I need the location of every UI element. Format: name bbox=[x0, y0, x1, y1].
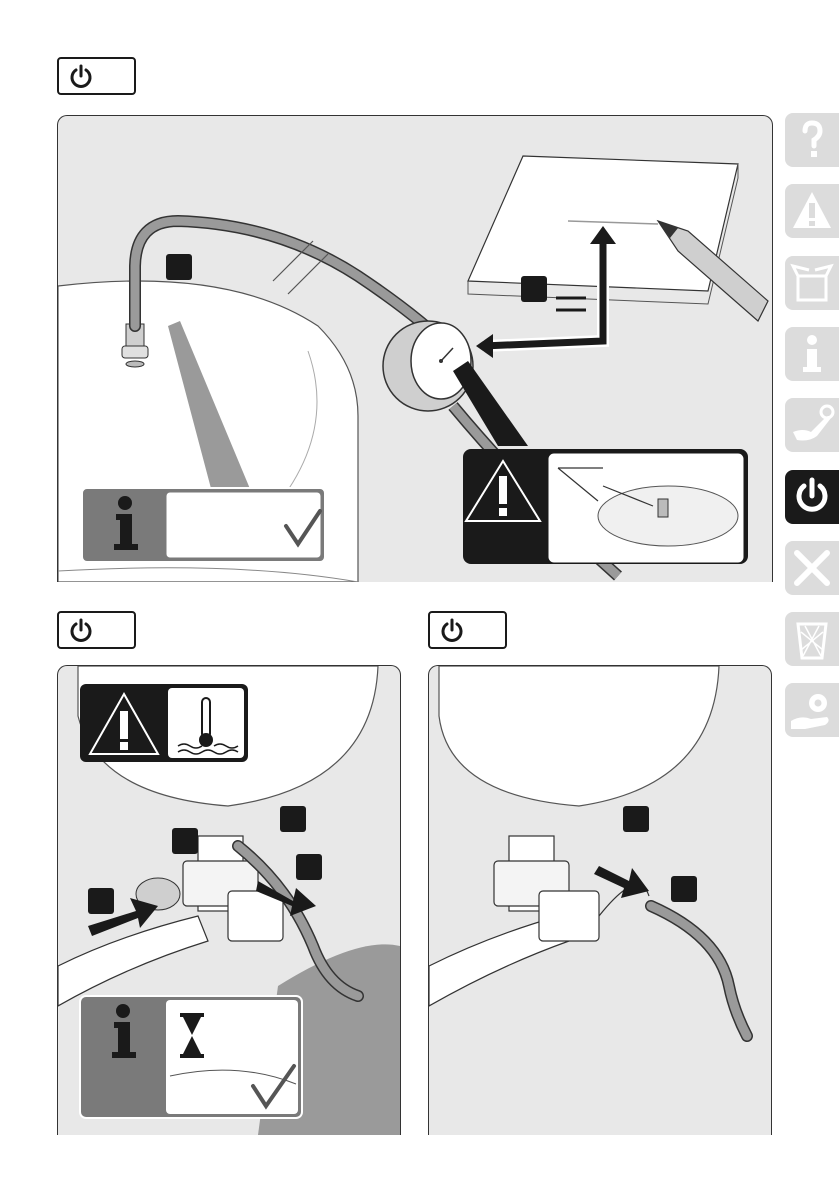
step-badge-top bbox=[57, 57, 136, 95]
info-icon bbox=[785, 327, 839, 381]
tab-disposal[interactable] bbox=[785, 612, 839, 666]
callout-beam-right bbox=[453, 361, 528, 446]
power-icon bbox=[67, 617, 95, 645]
step-marker bbox=[166, 254, 192, 280]
info-box bbox=[82, 488, 325, 562]
power-icon bbox=[67, 63, 95, 91]
tab-maintenance[interactable] bbox=[785, 541, 839, 595]
power-icon bbox=[438, 617, 466, 645]
tab-installation[interactable] bbox=[785, 398, 839, 452]
trash-icon bbox=[785, 612, 839, 666]
step-marker bbox=[88, 888, 114, 914]
warning-icon bbox=[785, 184, 839, 238]
illustration-pressure-check bbox=[57, 115, 773, 582]
info-wait-box bbox=[80, 996, 302, 1118]
tab-service[interactable] bbox=[785, 683, 839, 737]
step-badge-bottom-right bbox=[428, 611, 507, 649]
tab-warning[interactable] bbox=[785, 184, 839, 238]
illustration-remove-hose bbox=[428, 665, 772, 1135]
step-marker bbox=[521, 276, 547, 302]
question-icon bbox=[785, 113, 839, 167]
power-icon bbox=[785, 470, 839, 524]
tab-package[interactable] bbox=[785, 256, 839, 310]
hand-wrench-icon bbox=[785, 398, 839, 452]
warning-hot-water-box bbox=[80, 684, 248, 762]
hand-gear-icon bbox=[785, 683, 839, 737]
pressure-gauge bbox=[383, 321, 473, 411]
tab-help[interactable] bbox=[785, 113, 839, 167]
warning-box bbox=[463, 449, 748, 564]
step-marker bbox=[671, 876, 697, 902]
box-icon bbox=[785, 256, 839, 310]
illustration-drain-valve bbox=[57, 665, 401, 1135]
step-marker bbox=[280, 806, 306, 832]
step-marker bbox=[623, 806, 649, 832]
step-marker bbox=[172, 828, 198, 854]
step-marker bbox=[296, 854, 322, 880]
step-badge-bottom-left bbox=[57, 611, 136, 649]
tab-info[interactable] bbox=[785, 327, 839, 381]
tab-operation[interactable] bbox=[785, 470, 839, 524]
tools-icon bbox=[785, 541, 839, 595]
